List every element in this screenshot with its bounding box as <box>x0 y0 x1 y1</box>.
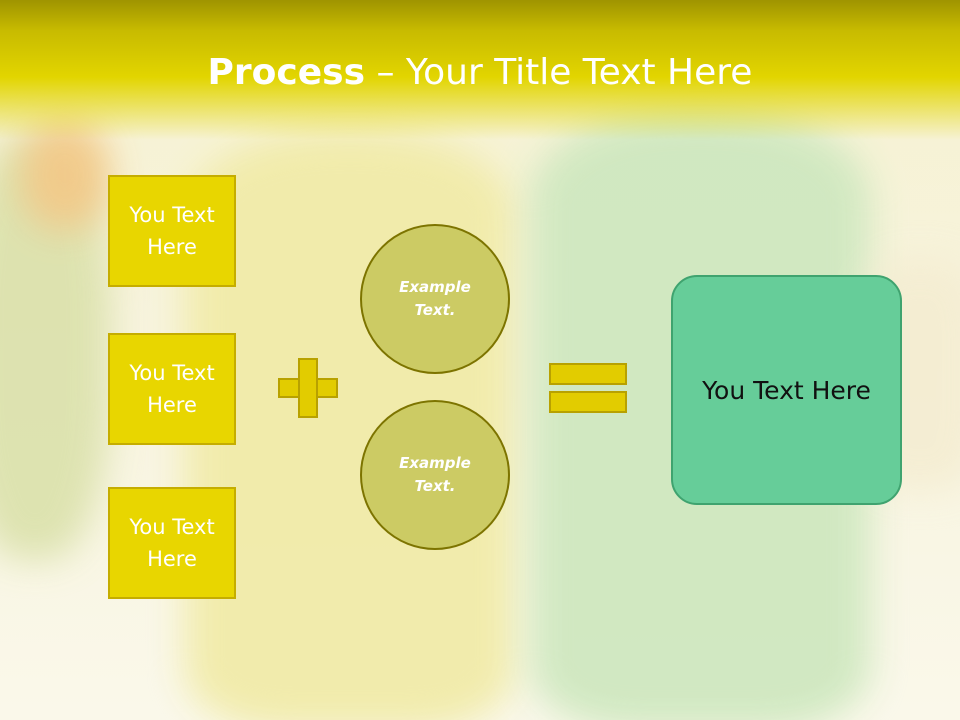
input-box-2: You Text Here <box>108 333 236 445</box>
result-box-text: You Text Here <box>702 375 871 405</box>
input-box-1-text: You Text Here <box>129 203 215 259</box>
result-box: You Text Here <box>671 275 902 505</box>
equals-bar-top <box>549 363 627 385</box>
equals-bar-bottom <box>549 391 627 413</box>
input-box-1: You Text Here <box>108 175 236 287</box>
title-bold: Process <box>207 52 366 93</box>
example-circle-2-text: Example Text. <box>399 454 471 495</box>
slide-title: Process – Your Title Text Here <box>0 52 960 93</box>
example-circle-1: Example Text. <box>360 224 510 374</box>
title-rest: – Your Title Text Here <box>365 52 753 93</box>
input-box-3-text: You Text Here <box>129 515 215 571</box>
example-circle-1-text: Example Text. <box>399 278 471 319</box>
input-box-3: You Text Here <box>108 487 236 599</box>
plus-icon <box>278 358 338 418</box>
title-bar <box>0 0 960 140</box>
input-box-2-text: You Text Here <box>129 361 215 417</box>
example-circle-2: Example Text. <box>360 400 510 550</box>
